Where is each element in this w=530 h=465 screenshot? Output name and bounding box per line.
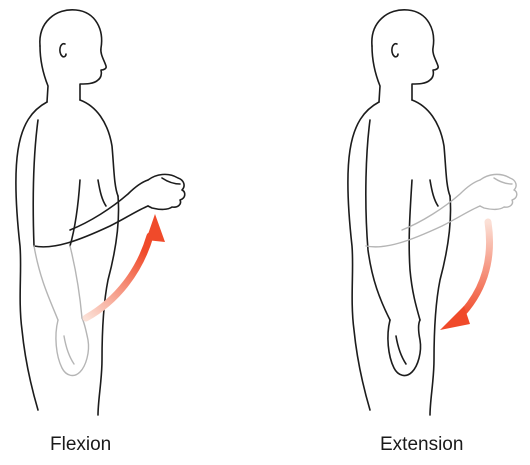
curved-arrow-down-icon: [440, 222, 490, 330]
flexion-caption: Flexion: [50, 434, 111, 456]
extension-caption: Extension: [380, 434, 463, 456]
flexion-figure: [16, 10, 185, 415]
curved-arrow-up-icon: [86, 214, 165, 318]
extension-figure: [348, 10, 517, 415]
